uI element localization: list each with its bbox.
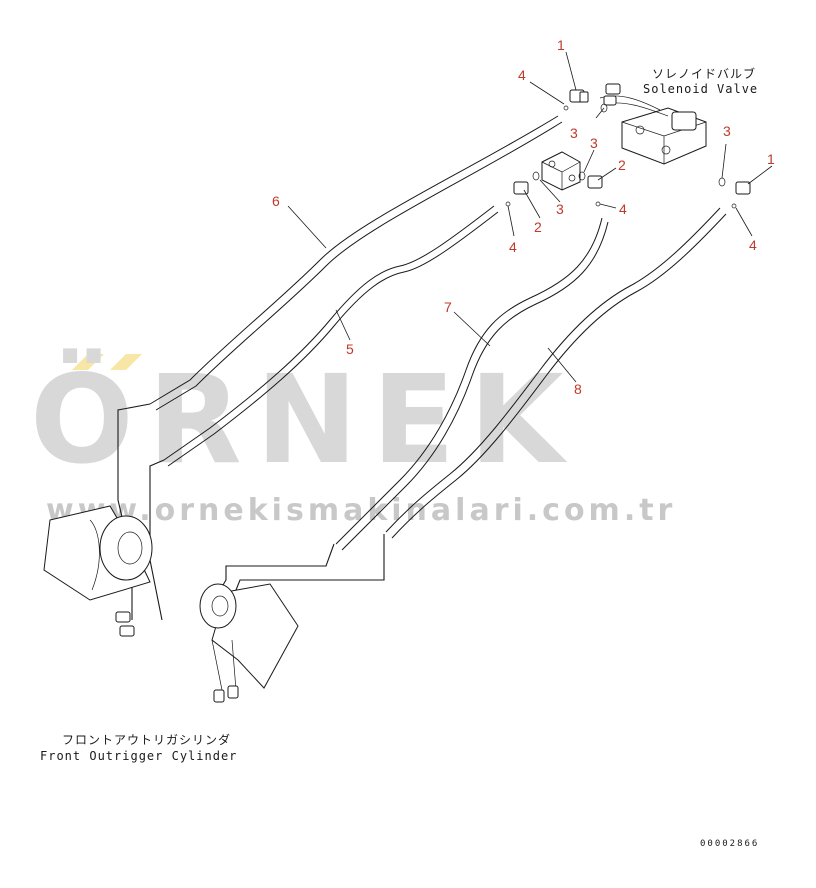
- callout-4-center: 4: [619, 201, 627, 217]
- callout-2-lower: 2: [534, 219, 542, 235]
- callout-3-lower: 3: [556, 201, 564, 217]
- watermark: ÖRNEK www.ornekismakinalari.com.tr: [30, 349, 672, 528]
- front-outrigger-cylinder-left: [43, 505, 153, 637]
- fittings: [505, 89, 751, 209]
- callouts: 1 1 2 2 3 3 3 3 4 4 4 4 5 6 7 8: [272, 37, 775, 397]
- solenoid-valve: [599, 83, 707, 165]
- callout-3-left: 3: [570, 125, 578, 141]
- callout-1-right: 1: [767, 151, 775, 167]
- callout-5: 5: [346, 341, 354, 357]
- callout-8: 8: [574, 381, 582, 397]
- cylinder-label-jp: フロントアウトリガシリンダ: [62, 732, 231, 747]
- cylinder-label-en: Front Outrigger Cylinder: [40, 749, 237, 763]
- front-outrigger-cylinder-right: [199, 583, 299, 703]
- callout-4-left: 4: [509, 239, 517, 255]
- watermark-umlaut-right: [110, 354, 142, 370]
- solenoid-valve-label-jp: ソレノイドバルブ: [652, 66, 756, 81]
- hose-8: [385, 207, 727, 539]
- callout-4-top: 4: [518, 67, 526, 83]
- watermark-umlaut-left: [72, 354, 104, 370]
- document-number: 00002866: [700, 839, 759, 849]
- callout-6: 6: [272, 193, 280, 209]
- leader-lines: [287, 51, 773, 383]
- callout-3-middle: 3: [590, 135, 598, 151]
- watermark-brand: ÖRNEK: [30, 349, 578, 491]
- hose-7: [335, 217, 609, 551]
- callout-3-right: 3: [723, 123, 731, 139]
- hose-5: [163, 205, 499, 467]
- component-labels: ソレノイドバルブ Solenoid Valve フロントアウトリガシリンダ Fr…: [40, 66, 758, 763]
- solenoid-valve-label-en: Solenoid Valve: [643, 82, 758, 96]
- fitting-block: [541, 151, 581, 191]
- callout-2-upper: 2: [618, 157, 626, 173]
- callout-4-right: 4: [749, 237, 757, 253]
- callout-1-top: 1: [557, 37, 565, 53]
- callout-7: 7: [444, 299, 452, 315]
- hose-6: [149, 115, 563, 411]
